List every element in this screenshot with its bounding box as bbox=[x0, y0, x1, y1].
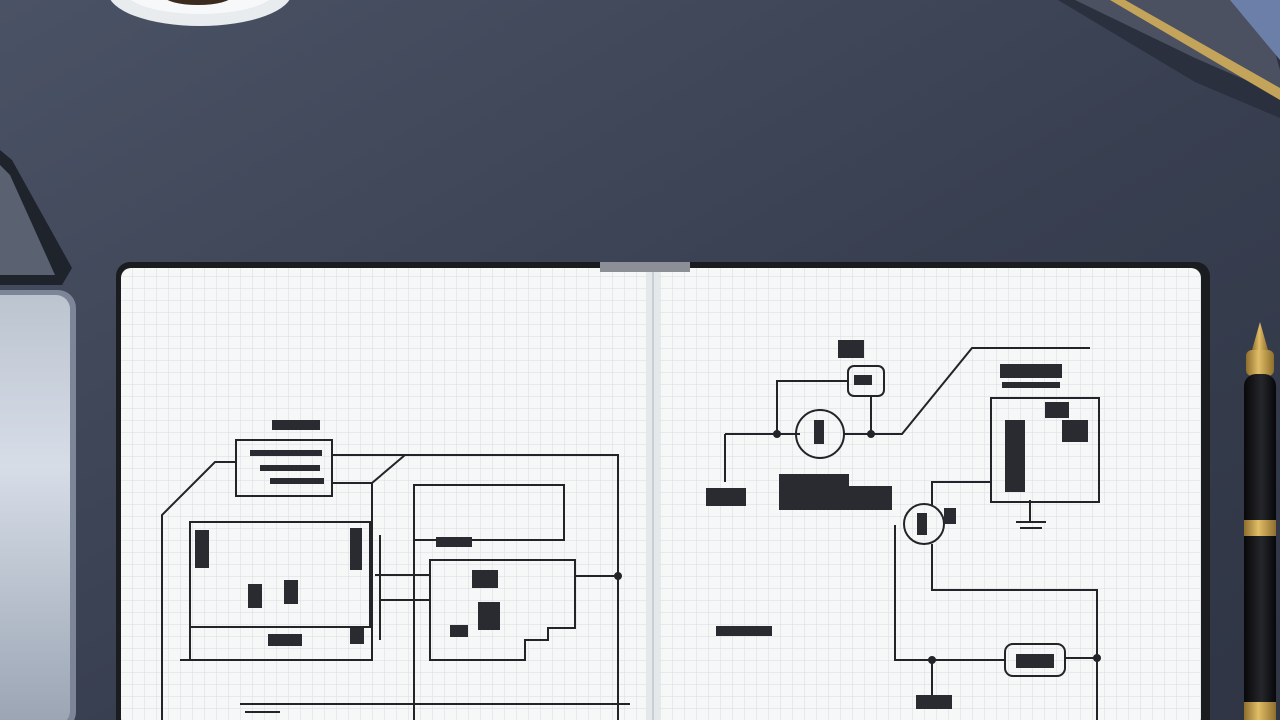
books-stack bbox=[1058, 0, 1280, 118]
right-resistor-box bbox=[1004, 643, 1066, 677]
right-circuit-annotations bbox=[706, 340, 1088, 709]
left-circuit-sketch bbox=[161, 439, 630, 720]
right-circuit-sketch bbox=[724, 347, 1101, 720]
coffee-cup bbox=[110, 0, 290, 26]
fountain-pen bbox=[1244, 322, 1276, 720]
left-circuit-annotations bbox=[195, 420, 500, 646]
tablet-device bbox=[0, 150, 76, 720]
notebook bbox=[116, 262, 1210, 720]
left-top-component-box bbox=[235, 439, 333, 497]
right-top-component-box bbox=[847, 365, 885, 397]
